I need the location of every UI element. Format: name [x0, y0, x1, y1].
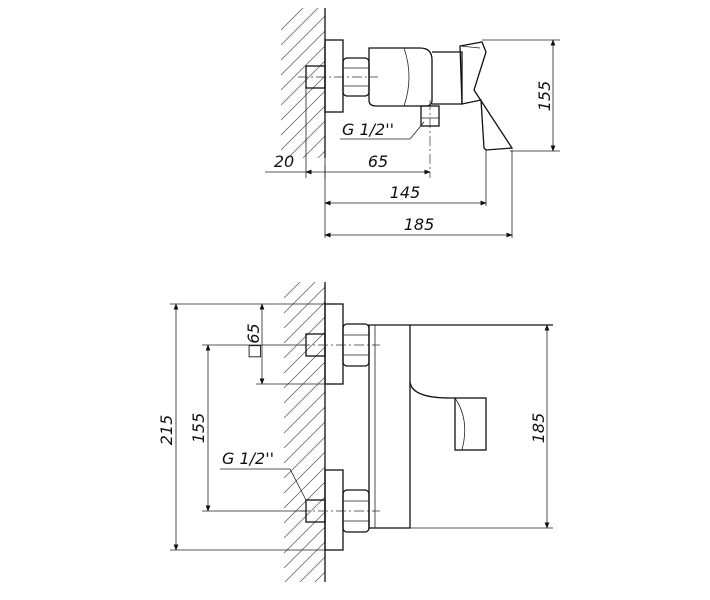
side-thread-label: G 1/2'' — [342, 120, 394, 139]
dim-side-total: 185 — [404, 215, 435, 234]
dim-front-total-height: 215 — [157, 415, 176, 446]
dim-front-body-height: 185 — [529, 413, 548, 444]
dim-side-lever: 145 — [390, 183, 421, 202]
dim-front-cover: □65 — [244, 323, 263, 358]
side-wall-flange — [324, 39, 344, 113]
front-lever-tip — [454, 397, 487, 451]
side-view: 155 G 1/2'' 20 65 145 185 — [265, 8, 560, 238]
side-mixer-body — [368, 47, 433, 107]
wall-hatching-top — [281, 8, 325, 158]
front-view: 185 215 155 □65 G 1/2'' — [157, 282, 553, 582]
side-cartridge-housing — [432, 51, 463, 105]
front-thread-label: G 1/2'' — [222, 449, 274, 468]
wall-hatching-bottom — [284, 282, 325, 582]
side-lever-handle — [459, 41, 514, 151]
dim-front-connection-spacing: 155 — [189, 413, 208, 444]
front-lower-flange — [324, 469, 344, 551]
dim-side-outlet: 65 — [368, 152, 388, 171]
front-upper-flange — [324, 303, 344, 385]
dim-side-wall: 20 — [274, 152, 294, 171]
dim-side-height: 155 — [535, 81, 554, 112]
